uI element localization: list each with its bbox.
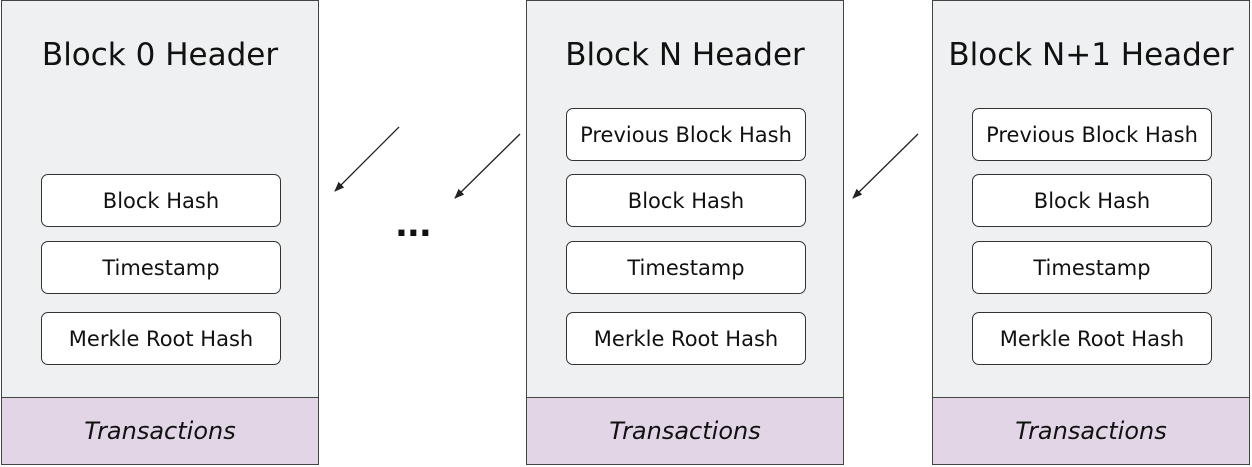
block-n-plus-1: Block N+1 Header Previous Block Hash Blo…	[932, 0, 1250, 465]
block-0-block-hash-field: Block Hash	[41, 174, 281, 227]
arrow-from-block-n	[454, 133, 521, 199]
block-n-previous-hash-field: Previous Block Hash	[566, 108, 806, 161]
block-n-plus-1-block-hash-field: Block Hash	[972, 174, 1212, 227]
block-0: Block 0 Header Block Hash Timestamp Merk…	[1, 0, 319, 465]
block-0-timestamp-field: Timestamp	[41, 241, 281, 294]
block-n-plus-1-transactions: Transactions	[933, 397, 1249, 464]
arrow-to-block-0	[334, 126, 400, 192]
block-n: Block N Header Previous Block Hash Block…	[526, 0, 844, 465]
block-0-merkle-root-field: Merkle Root Hash	[41, 312, 281, 365]
block-n-plus-1-title: Block N+1 Header	[948, 37, 1234, 73]
ellipsis: ...	[395, 205, 432, 245]
block-n-timestamp-field: Timestamp	[566, 241, 806, 294]
block-n-block-hash-field: Block Hash	[566, 174, 806, 227]
block-n-transactions: Transactions	[527, 397, 843, 464]
block-n-plus-1-timestamp-field: Timestamp	[972, 241, 1212, 294]
arrow-to-block-n	[852, 133, 919, 199]
block-0-transactions: Transactions	[2, 397, 318, 464]
block-n-plus-1-previous-hash-field: Previous Block Hash	[972, 108, 1212, 161]
block-n-merkle-root-field: Merkle Root Hash	[566, 312, 806, 365]
block-n-plus-1-merkle-root-field: Merkle Root Hash	[972, 312, 1212, 365]
block-n-title: Block N Header	[565, 37, 805, 73]
block-0-title: Block 0 Header	[41, 37, 279, 73]
